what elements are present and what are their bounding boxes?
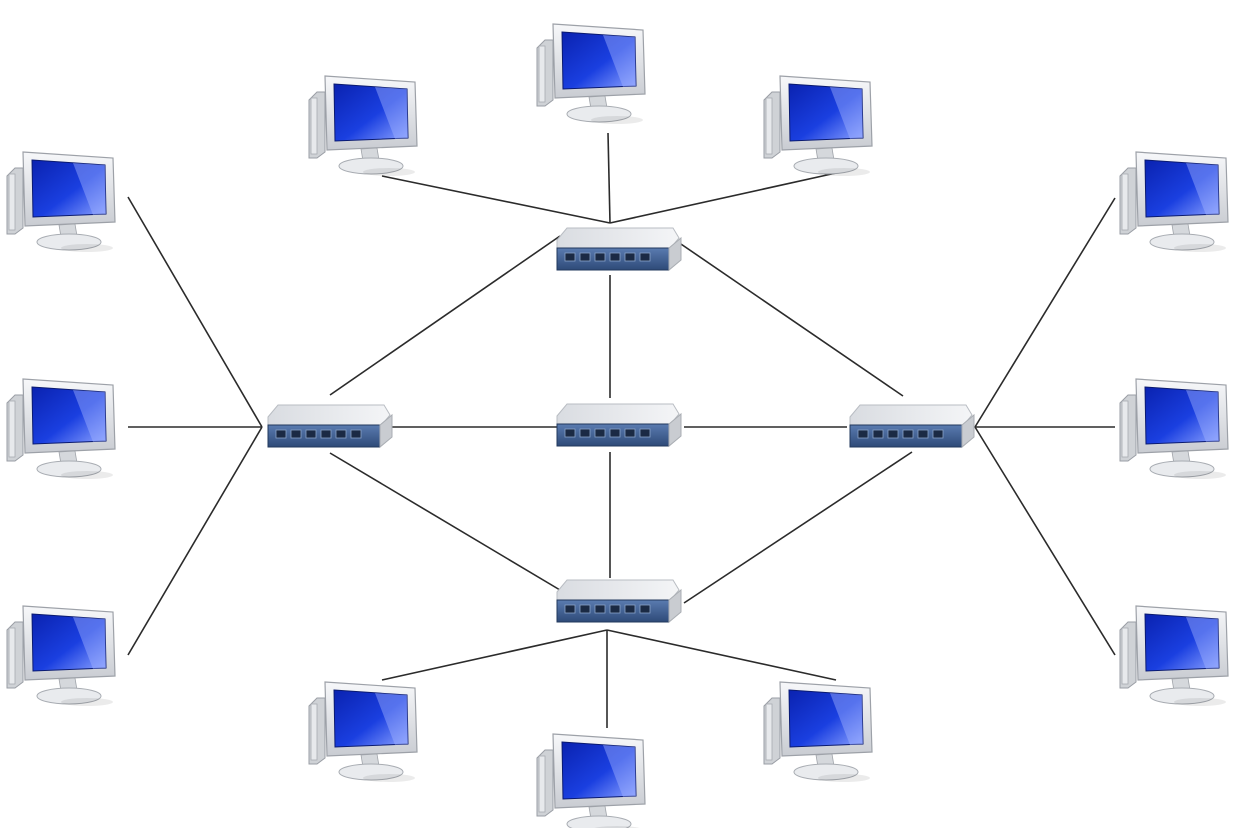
pc-bottom-2-desktop-computer-icon [536,733,646,828]
link-switch-top-to-pc-top-3 [609,172,837,224]
network-links [127,132,1116,728]
pc-bottom-3-desktop-computer-icon [763,681,873,782]
pc-top-3-desktop-computer-icon [763,75,873,176]
pc-top-1-desktop-computer-icon [308,75,418,176]
link-switch-top-to-switch-left [329,235,561,396]
link-switch-bottom-to-pc-bottom-1 [381,629,608,681]
link-switch-right-to-switch-bottom [683,451,913,604]
link-switch-bottom-to-pc-bottom-3 [606,629,837,681]
network-nodes [6,23,1229,828]
link-switch-top-to-switch-right [677,241,904,397]
pc-right-2-desktop-computer-icon [1119,378,1229,479]
pc-right-3-desktop-computer-icon [1119,605,1229,706]
pc-right-1-desktop-computer-icon [1119,151,1229,252]
link-switch-left-to-pc-left-1 [127,196,263,428]
link-switch-top-to-pc-top-2 [607,132,611,224]
switch-left-network-switch-icon [267,404,393,449]
switch-bottom-network-switch-icon [556,579,682,624]
pc-top-2-desktop-computer-icon [536,23,646,124]
link-switch-left-to-switch-bottom [329,452,561,591]
switch-top-network-switch-icon [556,227,682,272]
link-switch-right-to-pc-right-1 [974,197,1116,428]
pc-left-3-desktop-computer-icon [6,605,116,706]
link-switch-left-to-pc-left-3 [127,426,263,656]
pc-left-2-desktop-computer-icon [6,378,116,479]
pc-bottom-1-desktop-computer-icon [308,681,418,782]
pc-left-1-desktop-computer-icon [6,151,116,252]
link-switch-right-to-pc-right-3 [974,426,1116,656]
switch-center-network-switch-icon [556,403,682,448]
switch-right-network-switch-icon [849,404,975,449]
link-switch-top-to-pc-top-1 [381,175,611,224]
